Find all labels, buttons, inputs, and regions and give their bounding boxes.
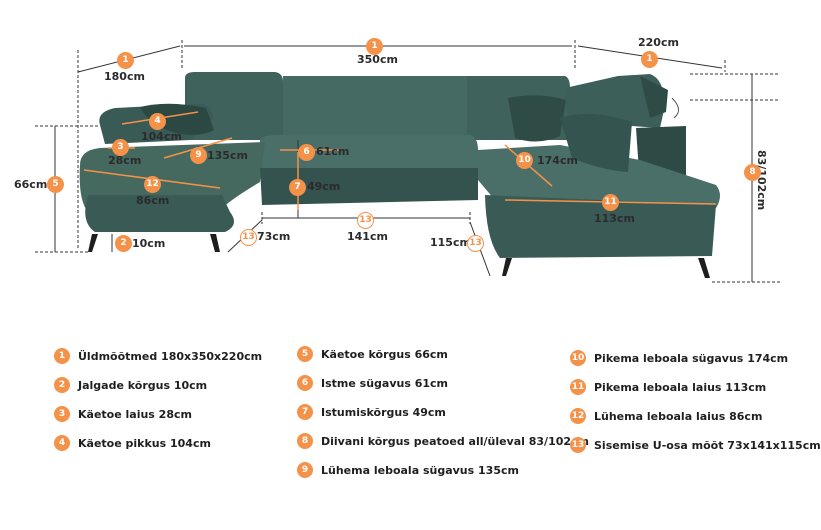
dim-66: 66cm bbox=[14, 178, 48, 191]
badge-10: 10 bbox=[516, 152, 533, 169]
badge-6: 6 bbox=[298, 144, 315, 161]
legend-text: Lühema leboala sügavus 135cm bbox=[321, 463, 519, 477]
badge-11: 11 bbox=[602, 194, 619, 211]
legend-item-1: 1 Üldmõõtmed 180x350x220cm bbox=[54, 348, 262, 364]
legend-item-10: 10 Pikema leboala sügavus 174cm bbox=[570, 350, 788, 366]
left-pillow bbox=[140, 103, 214, 135]
dim-113: 113cm bbox=[594, 212, 635, 225]
legend-item-2: 2 Jalgade kõrgus 10cm bbox=[54, 377, 207, 393]
sofa-illustration bbox=[35, 40, 780, 283]
legend-number: 6 bbox=[297, 375, 313, 391]
dim-104: 104cm bbox=[141, 130, 182, 143]
legend-text: Sisemise U-osa mõõt 73x141x115cm bbox=[594, 438, 821, 452]
legend-number: 4 bbox=[54, 435, 70, 451]
dim-350: 350cm bbox=[357, 53, 398, 66]
legend-number: 10 bbox=[570, 350, 586, 366]
legend-text: Üldmõõtmed 180x350x220cm bbox=[78, 349, 263, 363]
dim-83-102: 83/102cm bbox=[755, 150, 768, 211]
legend-text: Käetoe pikkus 104cm bbox=[78, 436, 211, 450]
right-chaise-front bbox=[485, 195, 716, 258]
leg-1 bbox=[88, 234, 98, 252]
badge-1-left: 1 bbox=[117, 52, 134, 69]
legend-text: Jalgade kõrgus 10cm bbox=[78, 378, 208, 392]
back-cushion-3 bbox=[375, 76, 467, 140]
legend-number: 13 bbox=[570, 437, 586, 453]
legend-text: Käetoe laius 28cm bbox=[78, 407, 192, 421]
legend-number: 7 bbox=[297, 404, 313, 420]
center-base bbox=[260, 168, 478, 205]
badge-4: 4 bbox=[149, 113, 166, 130]
badge-1-mid: 1 bbox=[366, 38, 383, 55]
leg-2 bbox=[210, 234, 220, 252]
legend-item-9: 9 Lühema leboala sügavus 135cm bbox=[297, 462, 519, 478]
legend-item-3: 3 Käetoe laius 28cm bbox=[54, 406, 192, 422]
legend-number: 8 bbox=[297, 433, 313, 449]
dim-174: 174cm bbox=[537, 154, 578, 167]
dim-180: 180cm bbox=[104, 70, 145, 83]
legend-text: Lühema leboala laius 86cm bbox=[594, 409, 763, 423]
legend-number: 9 bbox=[297, 462, 313, 478]
legend-text: Pikema leboala laius 113cm bbox=[594, 380, 767, 394]
dim-220: 220cm bbox=[638, 36, 679, 49]
legend-item-6: 6 Istme sügavus 61cm bbox=[297, 375, 448, 391]
legend-number: 11 bbox=[570, 379, 586, 395]
badge-13-mid: 13 bbox=[357, 212, 374, 229]
legend-text: Istme sügavus 61cm bbox=[321, 376, 448, 390]
dim-10: 10cm bbox=[132, 237, 166, 250]
seat-cushion-2 bbox=[372, 135, 478, 168]
badge-8: 8 bbox=[744, 164, 761, 181]
right-pillow-1 bbox=[508, 95, 566, 142]
legend-text: Diivani kõrgus peatoed all/üleval 83/102… bbox=[321, 434, 590, 448]
badge-12: 12 bbox=[144, 176, 161, 193]
legend-text: Pikema leboala sügavus 174cm bbox=[594, 351, 789, 365]
legend-number: 12 bbox=[570, 408, 586, 424]
headrest-arrow bbox=[671, 97, 679, 119]
headrest-right bbox=[640, 76, 668, 118]
badge-1-right: 1 bbox=[641, 51, 658, 68]
legend-number: 5 bbox=[297, 346, 313, 362]
badge-3: 3 bbox=[112, 139, 129, 156]
dim-86: 86cm bbox=[136, 194, 170, 207]
badge-13-right: 13 bbox=[467, 235, 484, 252]
sofa-shape bbox=[79, 72, 720, 278]
leg-3 bbox=[502, 258, 512, 276]
leg-4 bbox=[698, 258, 710, 278]
legend-item-11: 11 Pikema leboala laius 113cm bbox=[570, 379, 766, 395]
legend-item-8: 8 Diivani kõrgus peatoed all/üleval 83/10… bbox=[297, 433, 589, 449]
right-pillow-2 bbox=[560, 113, 632, 172]
legend-number: 3 bbox=[54, 406, 70, 422]
badge-2: 2 bbox=[115, 235, 132, 252]
legend-text: Käetoe kõrgus 66cm bbox=[321, 347, 448, 361]
left-chaise-front bbox=[85, 195, 234, 232]
dim-115: 115cm bbox=[430, 236, 471, 249]
sofa-dimension-diagram: 180cm 350cm 220cm 83/102cm 66cm 10cm 28c… bbox=[14, 36, 821, 478]
badge-7: 7 bbox=[289, 179, 306, 196]
legend-text: Istumiskõrgus 49cm bbox=[321, 405, 446, 419]
dim-141: 141cm bbox=[347, 230, 388, 243]
dim-28: 28cm bbox=[108, 154, 142, 167]
legend-number: 1 bbox=[54, 348, 70, 364]
legend-item-4: 4 Käetoe pikkus 104cm bbox=[54, 435, 211, 451]
dim-49: 49cm bbox=[307, 180, 341, 193]
legend-item-7: 7 Istumiskõrgus 49cm bbox=[297, 404, 446, 420]
legend-item-12: 12 Lühema leboala laius 86cm bbox=[570, 408, 762, 424]
legend-number: 2 bbox=[54, 377, 70, 393]
badge-13-left: 13 bbox=[240, 229, 257, 246]
dim-61: 61cm bbox=[316, 145, 350, 158]
legend-item-5: 5 Käetoe kõrgus 66cm bbox=[297, 346, 448, 362]
left-chaise-top bbox=[79, 142, 266, 212]
badge-9: 9 bbox=[190, 147, 207, 164]
dim-135: 135cm bbox=[207, 149, 248, 162]
back-cushion-2 bbox=[283, 76, 375, 140]
dim-73: 73cm bbox=[257, 230, 291, 243]
legend-item-13: 13 Sisemise U-osa mõõt 73x141x115cm bbox=[570, 437, 821, 453]
badge-5: 5 bbox=[47, 176, 64, 193]
right-chaise-top bbox=[478, 145, 720, 208]
seat-cushion-1 bbox=[260, 135, 372, 172]
